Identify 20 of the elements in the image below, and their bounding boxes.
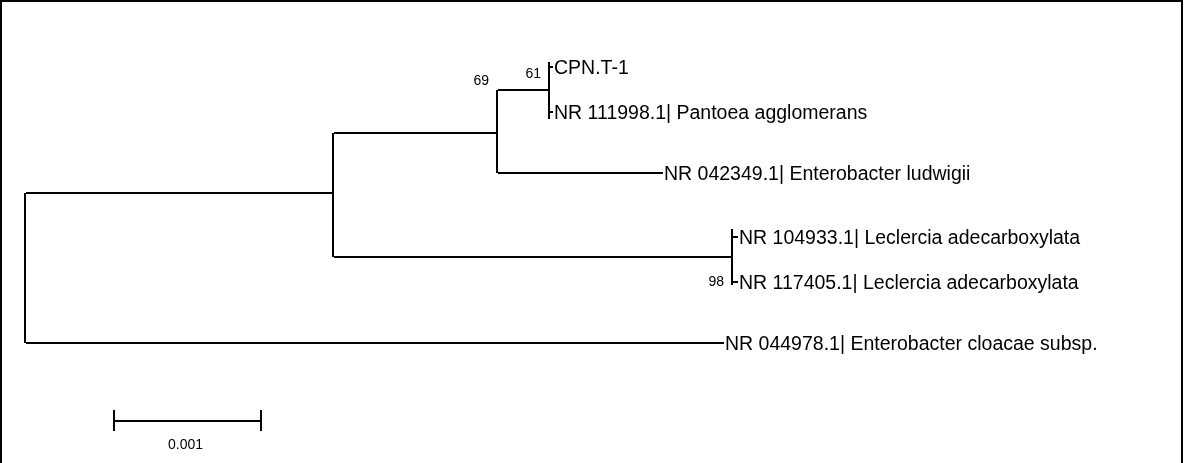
tree-branch xyxy=(25,342,725,344)
tree-branch xyxy=(333,256,732,258)
taxon-label: NR 117405.1| Leclercia adecarboxylata xyxy=(739,271,1079,293)
tree-branch xyxy=(497,172,664,174)
scale-label: 0.001 xyxy=(168,436,204,452)
tree-branch xyxy=(497,89,549,91)
tree-branch xyxy=(25,192,333,194)
bootstrap-value: 61 xyxy=(525,65,541,81)
tree-branch xyxy=(732,236,739,238)
taxon-label: NR 042349.1| Enterobacter ludwigii xyxy=(664,162,971,184)
taxon-label: NR 111998.1| Pantoea agglomerans xyxy=(554,101,868,123)
bootstrap-value: 69 xyxy=(473,72,489,88)
tree-branch xyxy=(333,132,497,134)
taxon-label: NR 044978.1| Enterobacter cloacae subsp. xyxy=(725,332,1098,354)
tree-branch xyxy=(732,281,739,283)
tree-branch xyxy=(549,111,554,113)
taxon-label: NR 104933.1| Leclercia adecarboxylata xyxy=(739,226,1081,248)
bootstrap-value: 98 xyxy=(708,273,724,289)
taxon-label: CPN.T-1 xyxy=(554,56,629,78)
tree-branch xyxy=(549,66,554,68)
